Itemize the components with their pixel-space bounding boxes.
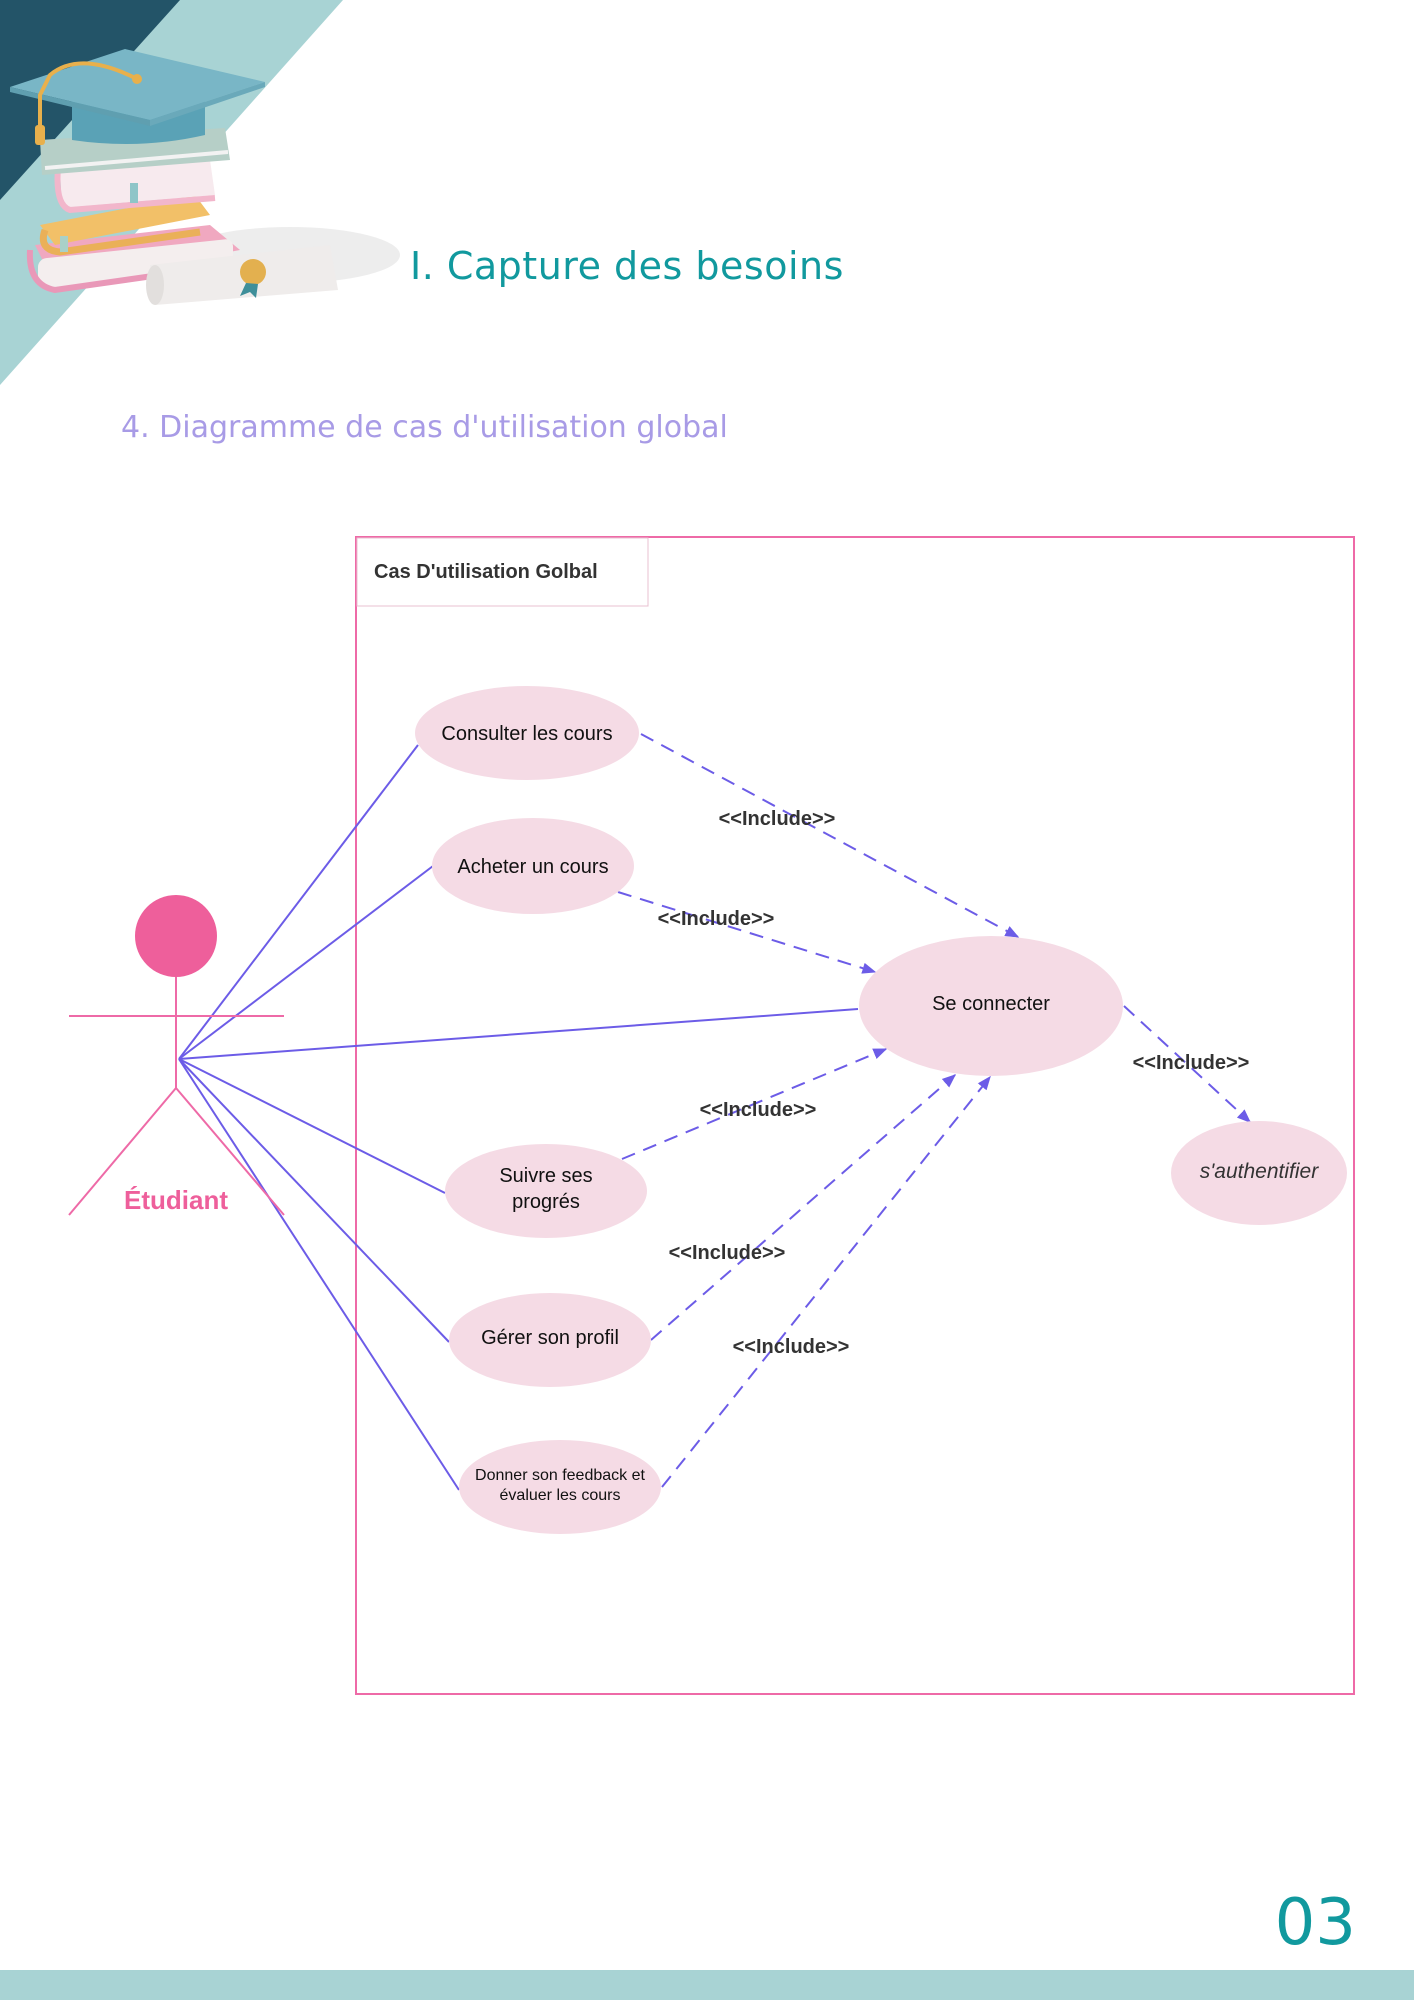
use-case-acheter[interactable]: Acheter un cours xyxy=(432,818,634,914)
association-feedback[interactable] xyxy=(178,1058,460,1491)
include-label: <<Include>> xyxy=(700,1099,817,1121)
include-label: <<Include>> xyxy=(658,908,775,930)
association-connecter[interactable] xyxy=(178,1008,859,1060)
use-case-label: progrés xyxy=(512,1191,580,1213)
include-arrows xyxy=(617,733,1252,1488)
use-case-label: Donner son feedback et xyxy=(475,1467,645,1484)
use-case-connecter[interactable]: Se connecter xyxy=(859,936,1123,1076)
include-arrow-authentifier[interactable] xyxy=(1123,1005,1252,1123)
stick-figure-actor-icon xyxy=(68,895,285,1216)
use-case-label: Consulter les cours xyxy=(441,723,612,745)
page-number: 03 xyxy=(1274,1886,1356,1960)
include-label: <<Include>> xyxy=(669,1242,786,1264)
association-consulter[interactable] xyxy=(178,744,419,1060)
use-case-label: Se connecter xyxy=(932,993,1050,1015)
include-label: <<Include>> xyxy=(1133,1052,1250,1074)
use-case-label: Suivre ses xyxy=(499,1165,592,1187)
include-arrow-consulter[interactable] xyxy=(640,733,1020,938)
association-acheter[interactable] xyxy=(178,865,434,1060)
use-case-label: évaluer les cours xyxy=(500,1487,621,1504)
use-case-consulter[interactable]: Consulter les cours xyxy=(415,686,639,780)
system-boundary xyxy=(355,536,1355,1695)
include-label: <<Include>> xyxy=(733,1336,850,1358)
use-case-label: Acheter un cours xyxy=(457,856,608,878)
include-arrow-acheter[interactable] xyxy=(617,891,877,974)
section-title: 4. Diagramme de cas d'utilisation global xyxy=(121,410,728,445)
association-suivre[interactable] xyxy=(178,1058,446,1194)
boundary-title: Cas D'utilisation Golbal xyxy=(374,561,598,583)
use-case-label: Gérer son profil xyxy=(481,1327,619,1349)
include-arrow-feedback[interactable] xyxy=(661,1075,991,1488)
use-case-suivre[interactable]: Suivre ses progrés xyxy=(445,1144,647,1238)
use-case-feedback[interactable]: Donner son feedback et évaluer les cours xyxy=(459,1440,661,1534)
association-gerer[interactable] xyxy=(178,1058,450,1343)
associations xyxy=(178,744,859,1491)
boundary-title-box xyxy=(356,537,649,607)
footer-bar xyxy=(0,1970,1414,2000)
use-case-authentifier[interactable]: s'authentifier xyxy=(1171,1121,1347,1225)
include-label: <<Include>> xyxy=(719,808,836,830)
graduation-cap-books-icon xyxy=(10,49,400,305)
actor-label: Étudiant xyxy=(124,1185,228,1215)
actor-etudiant[interactable]: Étudiant xyxy=(68,895,285,1216)
use-case-gerer[interactable]: Gérer son profil xyxy=(449,1293,651,1387)
include-arrow-suivre[interactable] xyxy=(621,1048,888,1160)
page-title: I. Capture des besoins xyxy=(410,244,844,288)
use-case-label: s'authentifier xyxy=(1200,1160,1319,1183)
